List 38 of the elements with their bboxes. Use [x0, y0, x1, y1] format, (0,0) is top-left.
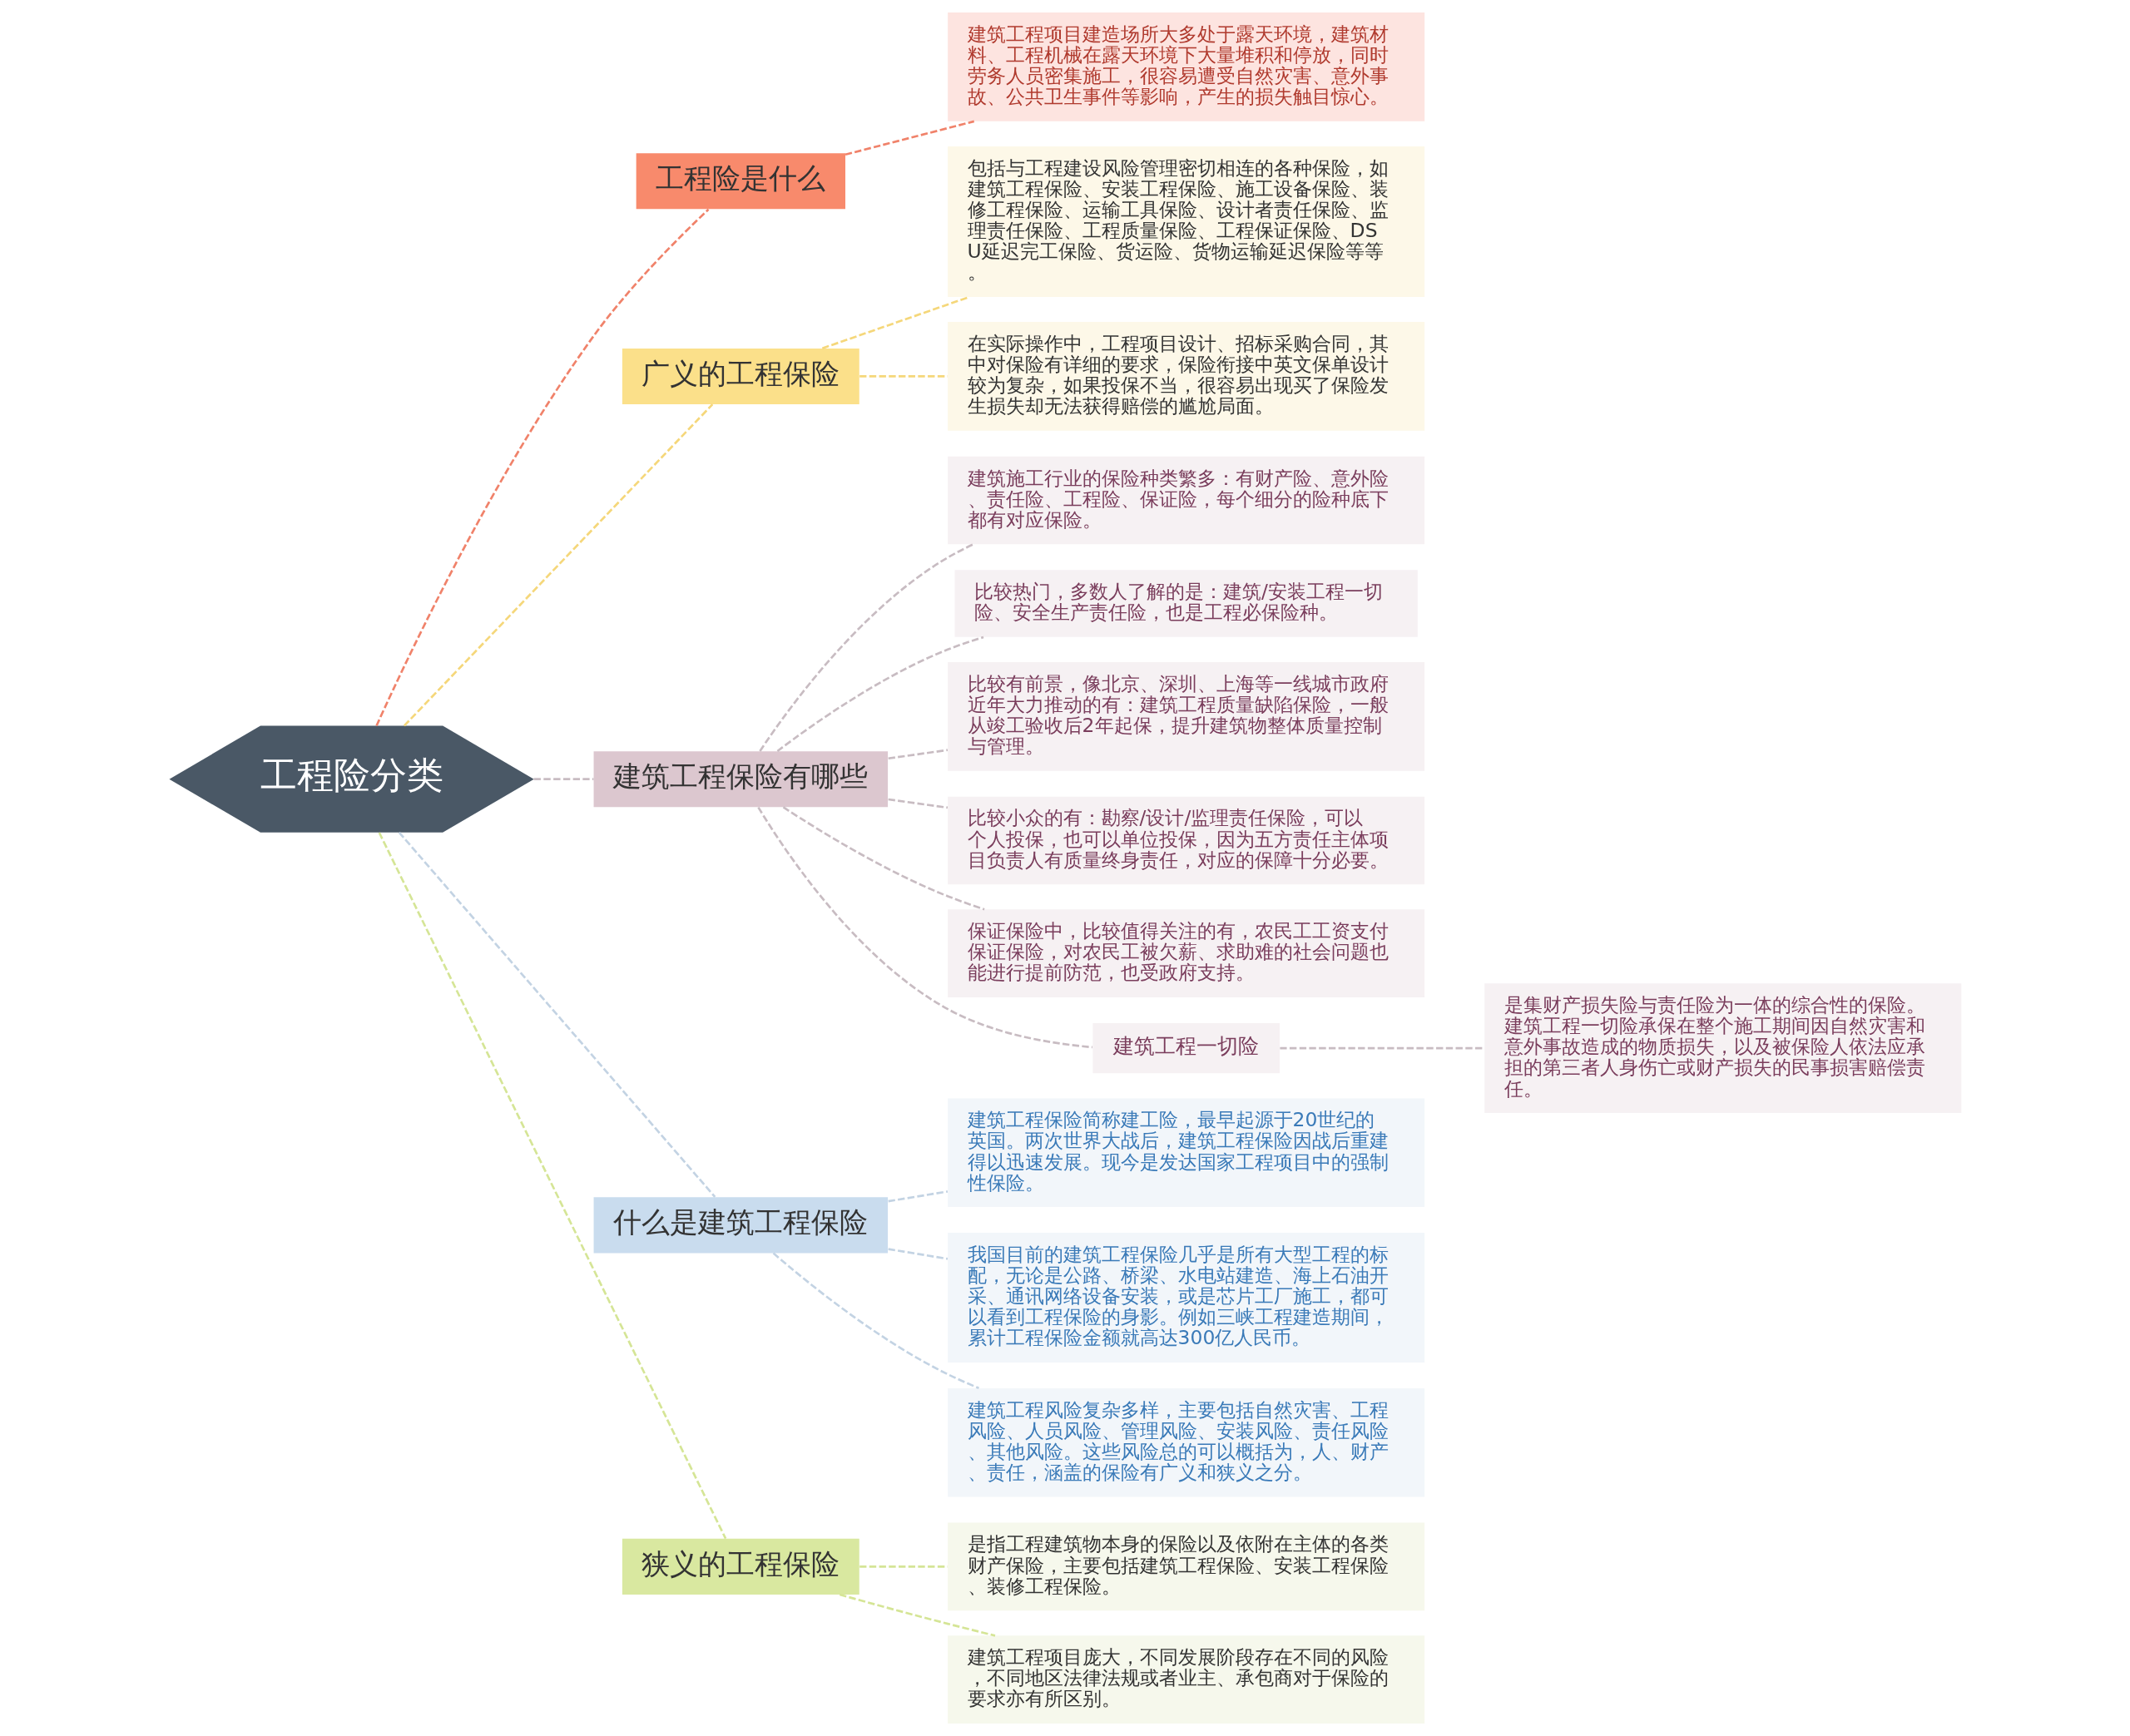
node-box: 什么是建筑工程保险 — [593, 1197, 888, 1254]
connector — [821, 295, 969, 350]
connector — [378, 832, 726, 1540]
connector — [772, 1252, 979, 1389]
connector — [887, 1248, 948, 1260]
connector — [776, 636, 983, 753]
node-box: 保证保险中，比较值得关注的有，农民工工资支付保证保险，对农民工被欠薪、求助难的社会问题也能进行提前防范，也受政府支持。 — [947, 909, 1424, 997]
node-box: 狭义的工程保险 — [622, 1538, 859, 1595]
connector — [758, 543, 973, 752]
connector — [888, 798, 948, 809]
node-box: 是集财产损失险与责任险为一体的综合性的保险。建筑工程一切险承保在整个施工期间因自然灾害和意外事故造成的物质损失，以及被保险人依法应承担的第三者人身伤亡或财产损失的民事损害赔偿责任。 — [1484, 983, 1961, 1113]
connector — [888, 749, 948, 760]
connector — [845, 120, 974, 156]
node-box: 建筑工程保险有哪些 — [593, 751, 888, 808]
node-box: 在实际操作中，工程项目设计、招标采购合同，其中对保险有详细的要求，保险衔接中英文保单设计较为复杂，如果投保不当，很容易出现买了保险发生损失却无法获得赔偿的尴尬局面。 — [947, 322, 1424, 431]
connector — [782, 806, 985, 911]
node-box: 建筑工程风险复杂多样，主要包括自然灾害、工程风险、人员风险、管理风险、安装风险、责任风险、其他风险。这些风险总的可以概括为，人、财产、责任，涵盖的保险有广义和狭义之分。 — [947, 1387, 1424, 1497]
node-box: 建筑施工行业的保险种类繁多：有财产险、意外险、责任险、工程险、保证险，每个细分的险种底下都有对应保险。 — [947, 456, 1424, 545]
connector — [374, 208, 709, 726]
node-box: 建筑工程项目建造场所大多处于露天环境，建筑材料、工程机械在露天环境下大量堆积和停放，同时劳务人员密集施工，很容易遭受自然灾害、意外事故、公共卫生事件等影响，产生的损失触目惊心。 — [947, 12, 1424, 121]
node-box: 广义的工程保险 — [622, 348, 859, 404]
connector — [1279, 1046, 1484, 1050]
connector — [756, 806, 1092, 1049]
node-box: 工程险是什么 — [636, 153, 845, 210]
node-box: 比较小众的有：勘察/设计/监理责任保险，可以个人投保，也可以单位投保，因为五方责任主体项目负责人有质量终身责任，对应的保障十分必要。 — [947, 796, 1424, 885]
node-box: 我国目前的建筑工程保险几乎是所有大型工程的标配，无论是公路、桥梁、水电站建造、海上石油开采、通讯网络设备安装，或是芯片工厂施工，都可以看到工程保险的身影。例如三峡工程建造期间，累计工程保险金额就高达300亿人民币。 — [947, 1233, 1424, 1363]
node-box: 是指工程建筑物本身的保险以及依附在主体的各类财产保险，主要包括建筑工程保险、安装工程保险、装修工程保险。 — [947, 1522, 1424, 1611]
connector — [403, 403, 713, 727]
node-box: 建筑工程保险简称建工险，最早起源于20世纪的英国。两次世界大战后，建筑工程保险因战后重建得以迅速发展。现今是发达国家工程项目中的强制性保险。 — [947, 1098, 1424, 1208]
node-box: 包括与工程建设风险管理密切相连的各种保险，如建筑工程保险、安装工程保险、施工设备保险、装修工程保险、运输工具保险、设计者责任保险、监理责任保险、工程质量保险、工程保证保险、DSU延迟完工保险、货运险、货物运输延迟保险等等。 — [947, 146, 1424, 297]
node-box: 建筑工程项目庞大，不同发展阶段存在不同的风险，不同地区法律法规或者业主、承包商对于保险的要求亦有所区别。 — [947, 1635, 1424, 1724]
node-box: 比较热门，多数人了解的是：建筑/安装工程一切险、安全生产责任险，也是工程必保险种。 — [954, 570, 1418, 637]
node-box: 比较有前景，像北京、深圳、上海等一线城市政府近年大力推动的有：建筑工程质量缺陷保险，一般从竣工验收后2年起保，提升建筑物整体质量控制与管理。 — [947, 661, 1424, 771]
connector — [839, 1593, 995, 1637]
connector — [398, 831, 716, 1198]
connector — [533, 778, 593, 780]
connector — [887, 1190, 948, 1203]
node-box: 建筑工程一切险 — [1092, 1022, 1280, 1074]
